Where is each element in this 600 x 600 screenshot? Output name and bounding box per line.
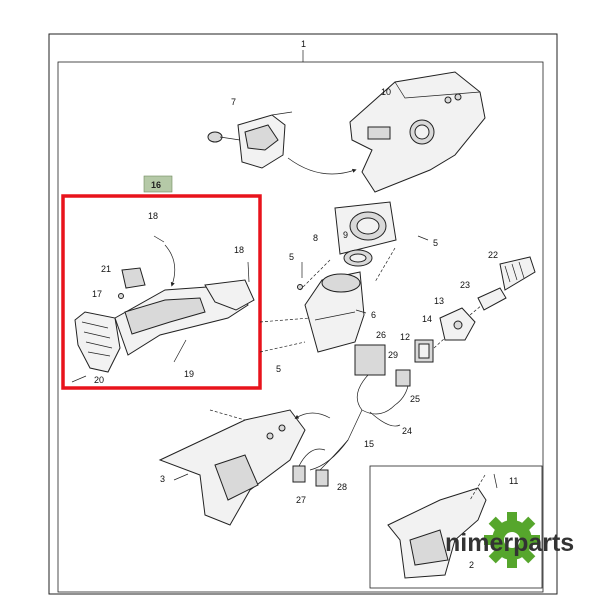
assembly-arrow-7-10	[287, 157, 357, 175]
watermark-text: nimerparts	[445, 529, 574, 557]
callout-label: 10	[381, 87, 391, 97]
callout-label: 25	[410, 394, 420, 404]
group-16-highlight	[61, 194, 262, 390]
connector-part	[477, 256, 536, 311]
callout-label: 17	[92, 289, 102, 299]
callout-label: 23	[460, 280, 470, 290]
dashed-leaders	[209, 247, 486, 501]
assembly-arrow-lower	[294, 412, 331, 419]
callout-label: 19	[184, 369, 194, 379]
callout-label: 11	[509, 476, 518, 486]
inner-frame	[57, 61, 544, 593]
inset-bracket-part	[387, 487, 487, 579]
callout-label: 13	[434, 296, 444, 306]
callout-label: 22	[488, 250, 498, 260]
callout-label: 14	[422, 314, 432, 324]
assembly-arrow-16	[164, 244, 176, 287]
callout-label: 16	[151, 180, 161, 190]
callout-label: 8	[313, 233, 318, 243]
callout-label: 5	[276, 364, 281, 374]
callout-labels: 1 2 3 5 5 5 6 7 8 9 10 11 12 13 14 15 16…	[92, 39, 518, 570]
callout-label: 26	[376, 330, 386, 340]
clip-part	[439, 307, 476, 341]
lower-connectors	[292, 448, 329, 487]
console-cover-part	[349, 71, 486, 193]
callout-label: 18	[234, 245, 244, 255]
outer-frame	[48, 33, 558, 595]
callout-label: 5	[289, 252, 294, 262]
callout-label: 20	[94, 375, 104, 385]
callout-label: 15	[364, 439, 374, 449]
wiring-harness	[309, 344, 411, 471]
callout-label: 7	[231, 97, 236, 107]
callout-label: 21	[101, 264, 111, 274]
control-arm-part	[74, 267, 255, 373]
ring-part	[343, 249, 373, 267]
callout-label: 12	[400, 332, 410, 342]
group-16-tab	[143, 175, 173, 193]
callout-label: 18	[148, 211, 158, 221]
socket-part	[414, 339, 434, 363]
leader-6	[355, 309, 367, 314]
fasteners	[71, 235, 498, 489]
bracket-part	[334, 201, 397, 255]
housing-part	[304, 271, 365, 353]
callout-label: 5	[433, 238, 438, 248]
callout-label: 29	[388, 350, 398, 360]
callout-label: 3	[160, 474, 165, 484]
callout-label: 27	[296, 495, 306, 505]
callout-label: 1	[301, 39, 306, 49]
callout-label: 2	[469, 560, 474, 570]
lower-bracket-part	[158, 409, 306, 526]
callout-label: 6	[371, 310, 376, 320]
callout-label: 28	[337, 482, 347, 492]
callout-label: 24	[402, 426, 412, 436]
callout-label: 9	[343, 230, 348, 240]
switch-part	[207, 111, 293, 169]
